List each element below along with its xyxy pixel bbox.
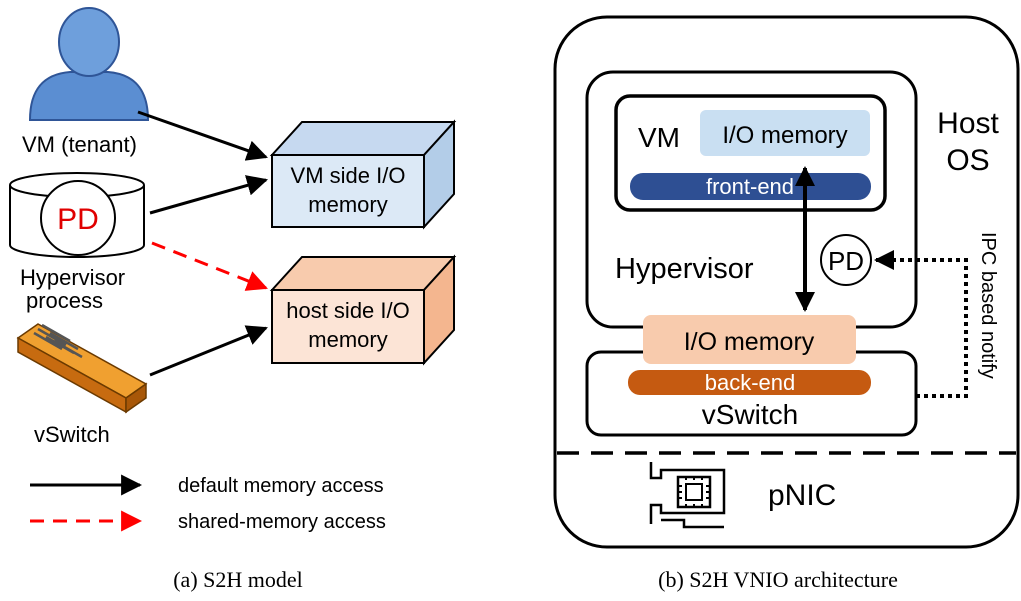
vm-label: VM <box>638 122 680 153</box>
vm-io-memory-label: I/O memory <box>722 122 847 149</box>
vm-tenant-label: VM (tenant) <box>22 132 137 157</box>
host-memory-label-line2: memory <box>308 327 387 352</box>
s2h-vnio-architecture-panel: Host OS Hypervisor VM I/O memory front-e… <box>553 15 1020 592</box>
legend-default-label: default memory access <box>178 475 384 497</box>
hypervisor-label-line1: Hypervisor <box>20 265 125 290</box>
nic-card-icon <box>649 462 726 529</box>
host-os-line1: Host <box>937 107 999 140</box>
vm-memory-label-line2: memory <box>308 192 387 217</box>
vm-memory-label-line1: VM side I/O <box>291 163 406 188</box>
io-memory-block <box>643 315 856 364</box>
caption-a: (a) S2H model <box>173 567 303 592</box>
vm-io-memory-block <box>700 110 870 156</box>
vm-side-memory-box <box>269 119 457 230</box>
legend: default memory access shared-memory acce… <box>30 474 386 533</box>
network-switch-icon <box>16 323 148 414</box>
pd-circle-right <box>820 234 872 286</box>
ipc-notify-label: IPC based notify <box>977 232 999 379</box>
front-end-label: front-end <box>706 174 794 199</box>
host-memory-label-line1: host side I/O <box>286 298 410 323</box>
vswitch-access-arrow <box>149 325 268 377</box>
hypervisor-access-arrow <box>149 175 269 215</box>
host-side-memory-box <box>269 254 457 366</box>
shared-memory-arrow <box>151 241 268 291</box>
pd-circle <box>40 180 116 256</box>
pd-badge-right: PD <box>828 246 864 276</box>
vswitch-label-right: vSwitch <box>702 399 798 430</box>
ipc-notify-path <box>874 250 968 398</box>
hypervisor-label-line2: process <box>26 288 103 313</box>
vswitch-label-left: vSwitch <box>34 422 110 447</box>
caption-b: (b) S2H VNIO architecture <box>658 567 898 592</box>
io-memory-label: I/O memory <box>684 328 815 356</box>
user-icon <box>28 7 150 121</box>
back-end-bar <box>628 370 871 395</box>
legend-shared-label: shared-memory access <box>178 511 386 533</box>
pnic-label: pNIC <box>768 479 836 512</box>
pd-badge-left: PD <box>57 203 99 236</box>
host-os-line2: OS <box>946 144 989 177</box>
hypervisor-label: Hypervisor <box>615 253 754 285</box>
back-end-label: back-end <box>705 370 796 395</box>
tenant-access-arrow <box>137 110 268 161</box>
s2h-model-panel: VM (tenant) PD Hypervisor process vSwitc… <box>9 7 457 592</box>
